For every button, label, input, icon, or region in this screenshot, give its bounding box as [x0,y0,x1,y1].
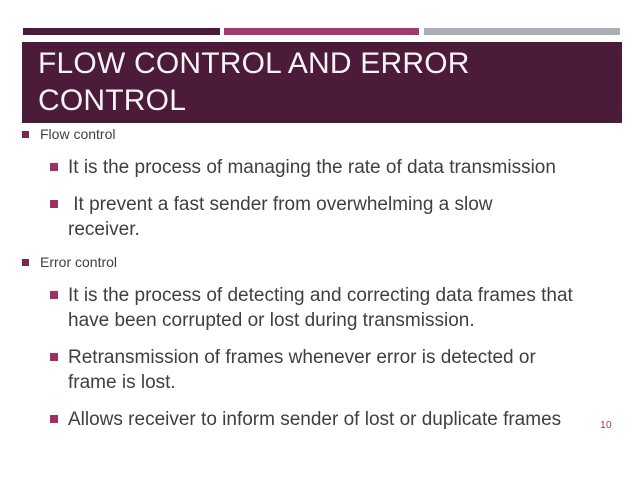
bullet-item-prevent-fast-sender: It prevent a fast sender from overwhelmi… [0,192,638,242]
slide-title-line-2: CONTROL [38,84,187,117]
top-bar-maroon [23,28,220,35]
square-bullet-icon [50,291,58,299]
bullet-text-line: It prevent a fast sender from overwhelmi… [68,194,493,215]
bullet-text: Allows receiver to inform sender of lost… [68,407,561,432]
top-bar-gray [424,28,620,35]
square-bullet-icon [22,131,29,138]
bullet-text-line: frame is lost. [68,372,176,393]
bullet-text: Retransmission of frames whenever error … [68,345,536,395]
bullet-text-line: Error control [40,254,118,270]
square-bullet-icon [50,415,58,423]
bullet-item-managing-rate: It is the process of managing the rate o… [0,155,638,180]
bullet-text-line: It is the process of detecting and corre… [68,285,573,306]
bullet-text-line: It is the process of managing the rate o… [68,157,556,178]
bullet-text: It is the process of detecting and corre… [68,283,573,333]
square-bullet-icon [50,353,58,361]
bullet-text: It prevent a fast sender from overwhelmi… [68,192,493,242]
top-bar-pink [224,28,419,35]
bullet-text: Flow control [40,126,115,143]
slide-body: Flow control It is the process of managi… [0,124,638,444]
square-bullet-icon [50,163,58,171]
slide-title-banner: FLOW CONTROL AND ERROR CONTROL [22,42,622,123]
bullet-item-error-control: Error control [0,254,638,271]
bullet-text-line: have been corrupted or lost during trans… [68,310,475,331]
bullet-item-inform-sender: Allows receiver to inform sender of lost… [0,407,638,432]
square-bullet-icon [22,259,29,266]
bullet-item-flow-control: Flow control [0,126,638,143]
bullet-text: Error control [40,254,117,271]
bullet-text-line: Allows receiver to inform sender of lost… [68,409,562,430]
bullet-item-detecting-correcting: It is the process of detecting and corre… [0,283,638,333]
slide-title-line-1: FLOW CONTROL AND ERROR [38,47,470,80]
bullet-text-line: Retransmission of frames whenever error … [68,347,536,368]
page-number: 10 [600,419,612,431]
bullet-text-line: Flow control [40,126,116,142]
bullet-text-line: receiver. [68,219,140,240]
square-bullet-icon [50,200,58,208]
bullet-text: It is the process of managing the rate o… [68,155,556,180]
bullet-item-retransmission: Retransmission of frames whenever error … [0,345,638,395]
